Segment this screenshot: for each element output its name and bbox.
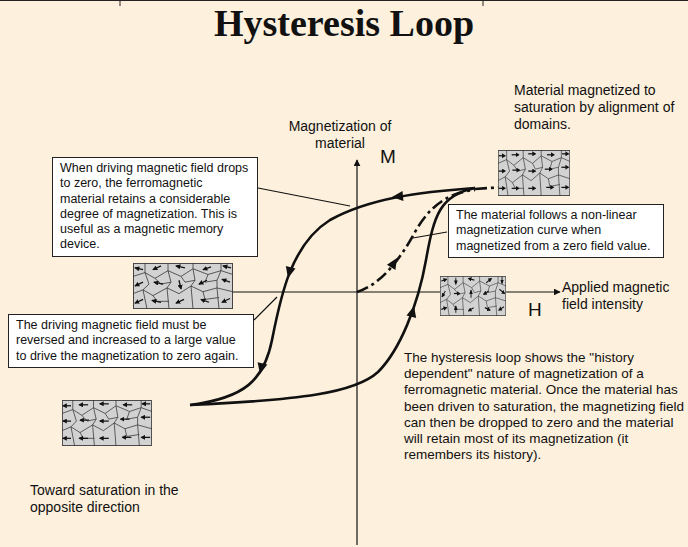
axis-symbol: M: [380, 146, 404, 169]
axis-label: Applied magnetic field intensity: [562, 279, 684, 313]
callout-text: When driving magnetic field drops to zer…: [60, 161, 250, 253]
callout-box: The driving magnetic field must be rever…: [8, 314, 254, 368]
axis-symbol: H: [528, 299, 552, 322]
diagram-title: Hysteresis Loop: [0, 0, 688, 46]
callout-box: When driving magnetic field drops to zer…: [52, 157, 258, 257]
annotation: The hysteresis loop shows the "history d…: [404, 350, 684, 463]
callout-box: The material follows a non-linear magnet…: [448, 204, 664, 258]
callout-text: The material follows a non-linear magnet…: [456, 208, 656, 254]
annotation: Material magnetized to saturation by ali…: [514, 82, 682, 132]
axis-label: Magnetization of material: [286, 118, 394, 152]
callout-text: The driving magnetic field must be rever…: [16, 318, 246, 364]
annotation: Toward saturation in the opposite direct…: [30, 482, 230, 516]
